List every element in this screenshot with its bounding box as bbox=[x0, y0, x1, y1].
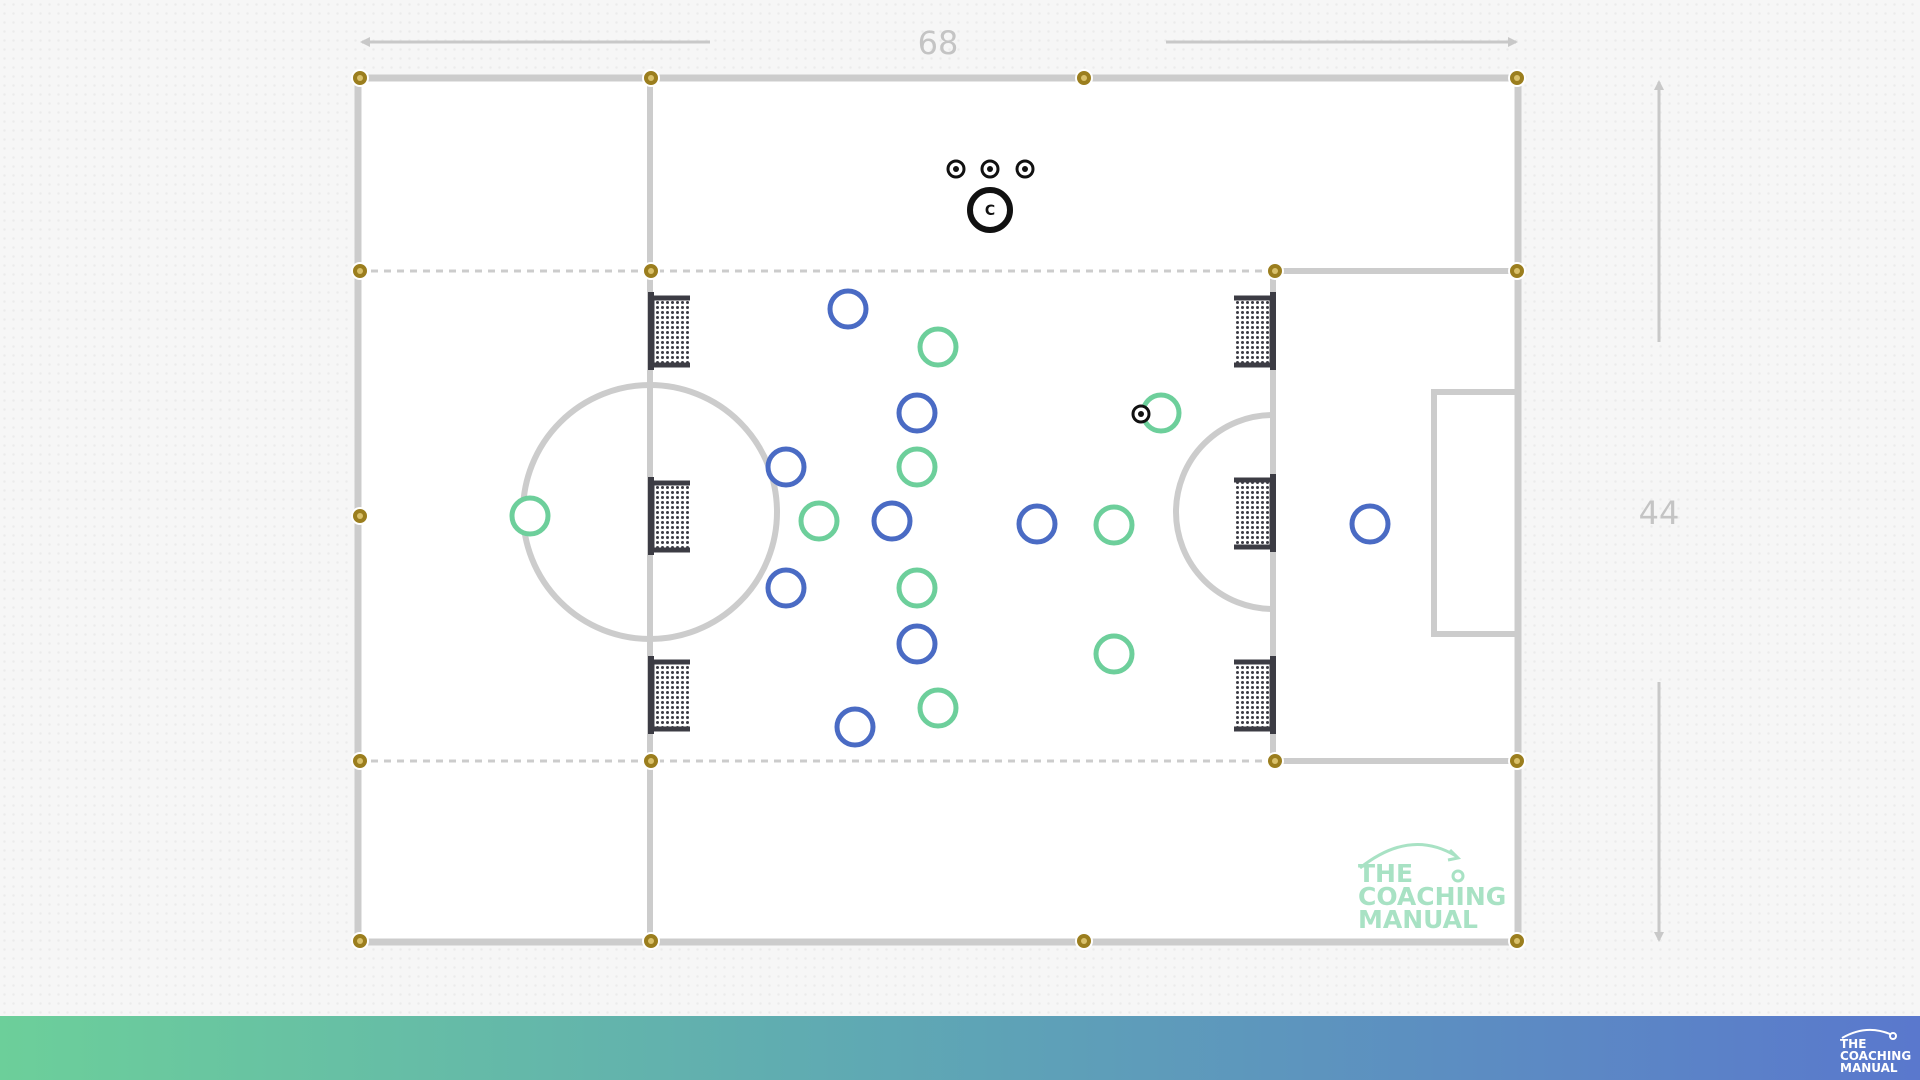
penalty-box bbox=[1431, 389, 1518, 637]
watermark-line1: THE bbox=[1358, 859, 1413, 888]
mini-goal-right-top bbox=[1234, 292, 1276, 370]
coach-label: C bbox=[985, 203, 995, 219]
football-icon bbox=[1131, 404, 1151, 424]
coach: C bbox=[967, 187, 1013, 233]
mini-goal-left-top bbox=[648, 292, 690, 370]
footer-logo-line3: MANUAL bbox=[1840, 1061, 1898, 1075]
player-blue bbox=[765, 446, 807, 488]
team-blue bbox=[765, 288, 1391, 748]
width-label: 68 bbox=[918, 24, 959, 62]
player-blue bbox=[896, 623, 938, 665]
player-green bbox=[509, 495, 551, 537]
player-blue bbox=[896, 392, 938, 434]
mini-goal-left-bottom bbox=[648, 656, 690, 734]
watermark-logo: THE COACHING MANUAL bbox=[1358, 843, 1506, 934]
football-icon bbox=[1015, 159, 1035, 179]
footer-bar: THE COACHING MANUAL bbox=[0, 1016, 1920, 1080]
player-blue bbox=[871, 500, 913, 542]
pitch-area bbox=[358, 78, 1518, 942]
watermark-line2: COACHING bbox=[1358, 882, 1506, 911]
footer-logo-line2: COACHING bbox=[1840, 1049, 1912, 1063]
player-blue bbox=[1349, 503, 1391, 545]
mini-goal-right-middle bbox=[1234, 474, 1276, 552]
player-blue bbox=[827, 288, 869, 330]
player-green bbox=[896, 567, 938, 609]
player-green bbox=[1093, 504, 1135, 546]
football-icon bbox=[980, 159, 1000, 179]
player-green bbox=[917, 687, 959, 729]
team-green bbox=[509, 326, 1182, 729]
player-green bbox=[896, 446, 938, 488]
mini-goal-right-bottom bbox=[1234, 656, 1276, 734]
player-green bbox=[1093, 633, 1135, 675]
player-blue bbox=[765, 567, 807, 609]
drill-diagram: C 68 44 THE COACHING MANUAL bbox=[351, 24, 1680, 950]
logo-arc-icon bbox=[1841, 1028, 1897, 1040]
football-icon bbox=[946, 159, 966, 179]
player-green bbox=[917, 326, 959, 368]
mini-goal-left-middle bbox=[648, 477, 690, 555]
player-blue bbox=[834, 706, 876, 748]
end-zone-arc bbox=[1173, 412, 1274, 612]
height-label: 44 bbox=[1639, 494, 1680, 532]
watermark-line3: MANUAL bbox=[1358, 905, 1478, 934]
player-blue bbox=[1016, 503, 1058, 545]
player-green bbox=[798, 500, 840, 542]
footer-logo: THE COACHING MANUAL bbox=[1834, 1026, 1912, 1075]
footer-logo-line1: THE bbox=[1840, 1037, 1867, 1051]
ball-supply bbox=[946, 159, 1035, 179]
